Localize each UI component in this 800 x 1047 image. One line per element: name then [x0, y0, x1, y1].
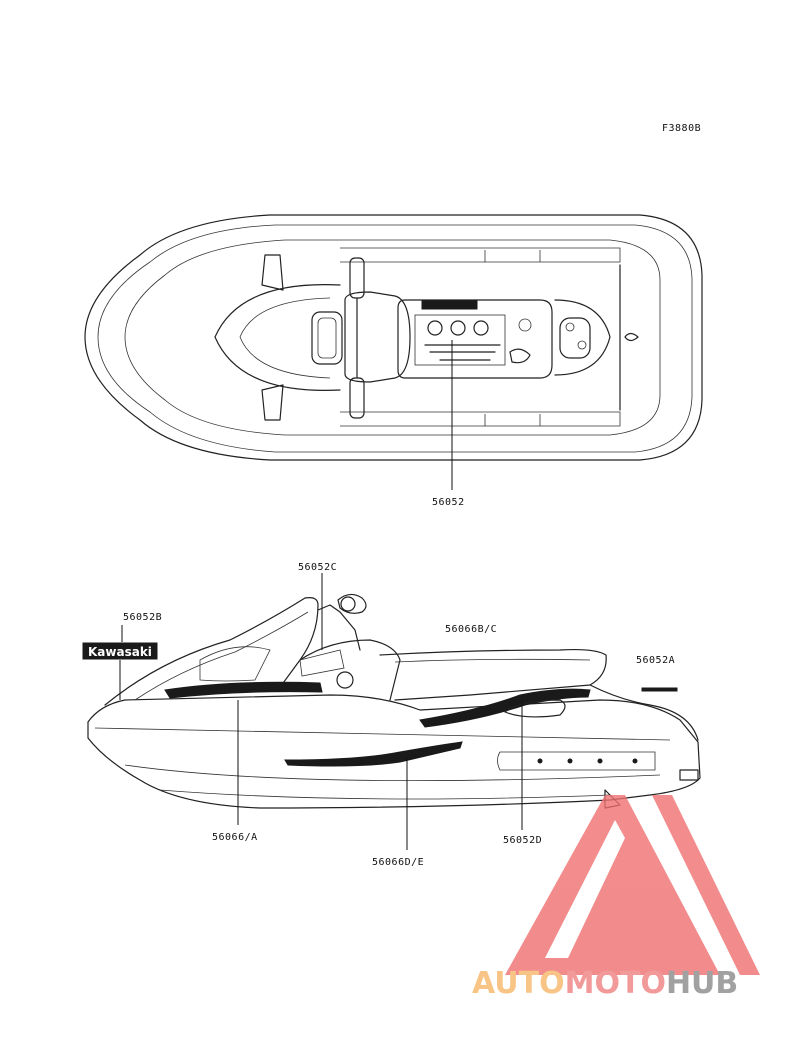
watermark-moto: MOTO — [565, 966, 666, 1001]
watermark-logo-icon — [505, 795, 760, 975]
top-view: 56052 — [84, 214, 703, 508]
callout-56052a: 56052A — [636, 655, 675, 666]
callout-56066bc: 56066B/C — [445, 624, 497, 635]
kawasaki-decal: Kawasaki — [88, 645, 152, 659]
side-view: Kawasaki 56052C 56052B 56066B/C 56052A 5… — [82, 562, 701, 868]
callout-56066a: 56066/A — [212, 832, 258, 843]
callout-56052: 56052 — [432, 497, 465, 508]
watermark: AUTOMOTOHUB — [472, 795, 760, 1001]
watermark-text: AUTOMOTOHUB — [472, 966, 738, 1001]
watermark-hub: HUB — [666, 966, 738, 1001]
engine-detail — [414, 314, 532, 366]
callout-56052d: 56052D — [503, 835, 542, 846]
figure-code: F3880B — [662, 123, 701, 134]
watermark-auto: AUTO — [472, 966, 565, 1001]
callout-56052b: 56052B — [123, 612, 162, 623]
callout-56066de: 56066D/E — [372, 857, 424, 868]
callout-56052c: 56052C — [298, 562, 337, 573]
